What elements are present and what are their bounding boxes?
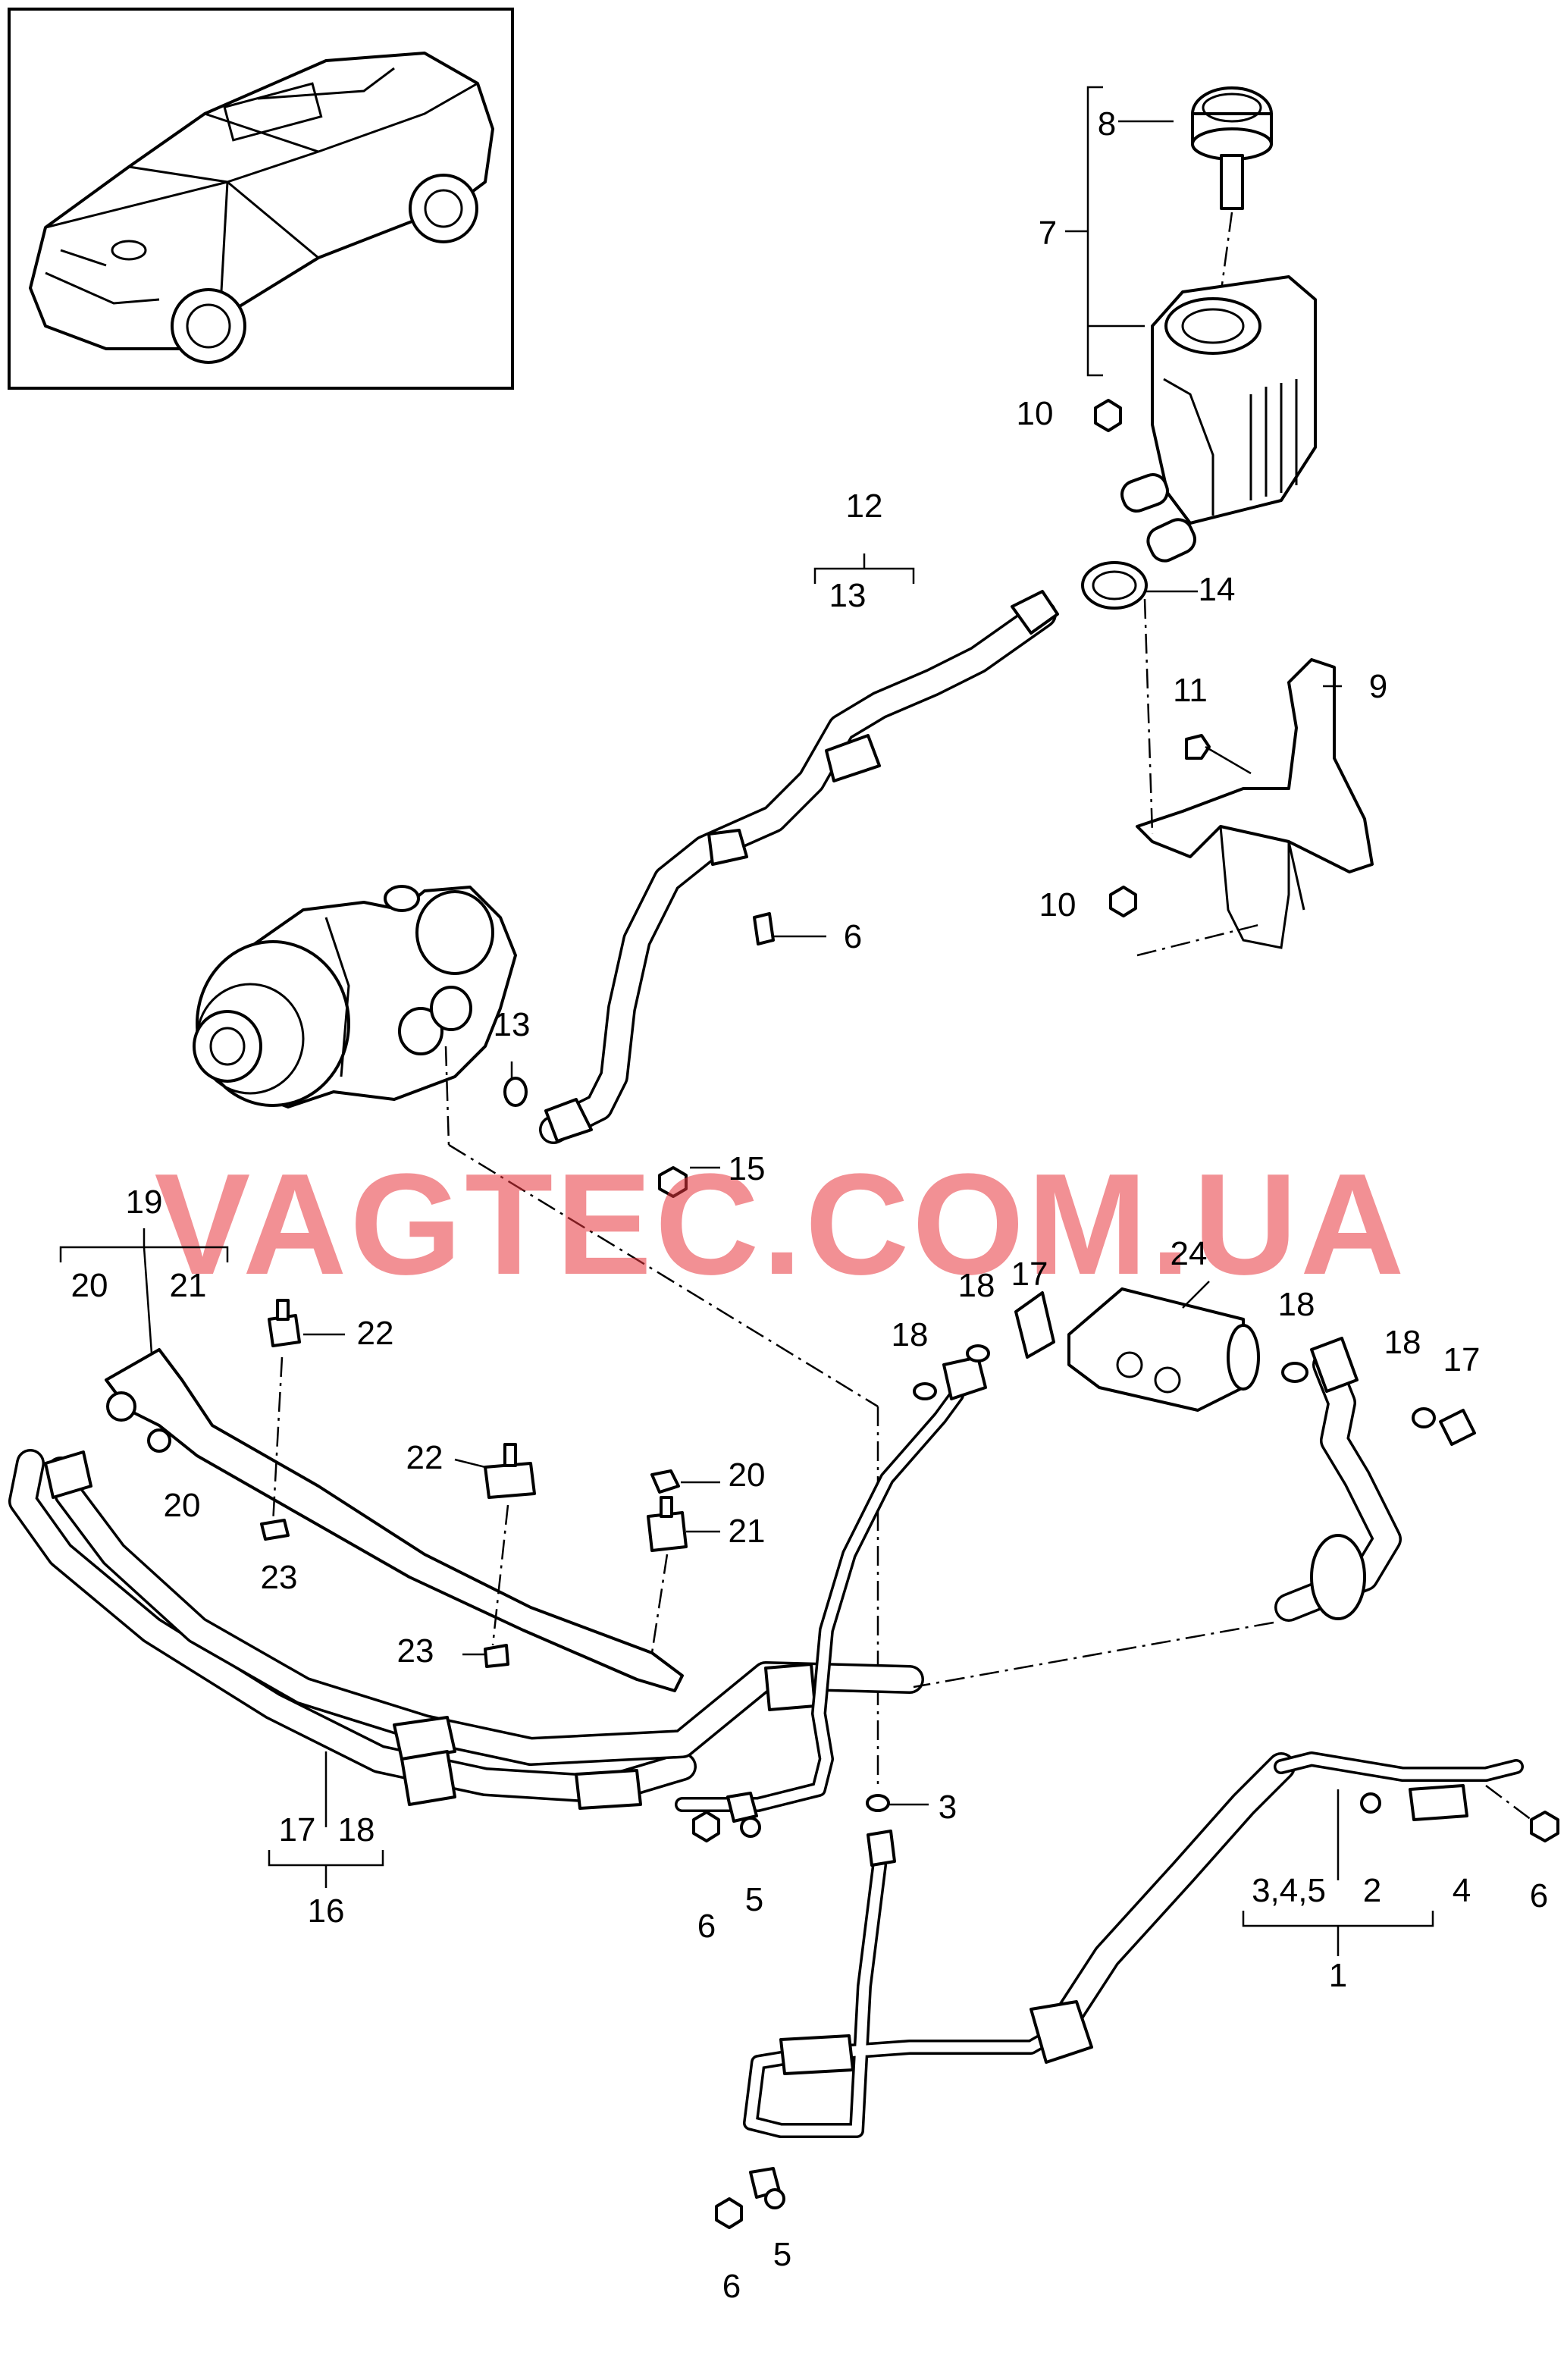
return-pipe-upper — [675, 1356, 987, 1812]
callout-22-lower: 22 — [406, 1439, 443, 1476]
callout-21-right: 21 — [729, 1513, 766, 1550]
grommet-parts — [147, 1299, 720, 1668]
return-hose-assembly-16 — [8, 1449, 924, 1810]
callout-10-top: 10 — [1017, 395, 1054, 432]
callout-23-upper: 23 — [261, 1559, 298, 1596]
callout-15: 15 — [729, 1150, 766, 1187]
power-steering-pump — [193, 885, 517, 1108]
suction-hose-12 — [539, 553, 1059, 1144]
callout-20-bracket: 20 — [71, 1267, 108, 1304]
callout-21-bracket: 21 — [170, 1267, 207, 1304]
callout-18-far-right: 18 — [1384, 1324, 1421, 1361]
callout-22-upper: 22 — [357, 1315, 394, 1352]
callout-5-lower: 5 — [773, 2236, 791, 2273]
callout-17-bracket: 17 — [279, 1811, 316, 1848]
oil-cooler-24 — [1067, 1281, 1260, 1412]
o-ring-13 — [503, 1061, 528, 1107]
callout-17-right: 17 — [1443, 1341, 1481, 1378]
watermark-text: VAGTEC.COM.UA — [155, 1144, 1408, 1305]
bracket-9 — [1109, 598, 1374, 957]
reservoir-assembly — [1065, 86, 1317, 563]
callout-6-lower-left: 6 — [697, 1908, 716, 1945]
callout-1: 1 — [1329, 1957, 1347, 1994]
bracket-1 — [1242, 1911, 1434, 1927]
pressure-line-1 — [743, 1751, 1559, 2138]
callout-3-4-5: 3,4,5 — [1252, 1872, 1326, 1909]
callout-11: 11 — [1173, 672, 1208, 709]
clip-strap-19 — [105, 1348, 684, 1692]
callout-4: 4 — [1453, 1872, 1471, 1909]
callout-labels: 8 7 10 12 13 14 11 9 6 10 13 15 19 20 21… — [71, 105, 1549, 2305]
bracket-16 — [268, 1850, 384, 1867]
callout-12: 12 — [846, 488, 883, 525]
callout-13-top: 13 — [829, 577, 867, 614]
nut-15 — [658, 1166, 720, 1198]
callout-18-upper: 18 — [958, 1267, 995, 1304]
fasteners-5-6 — [692, 1792, 785, 2229]
callout-9: 9 — [1369, 668, 1387, 705]
callout-18-right: 18 — [1278, 1286, 1315, 1323]
callout-8: 8 — [1098, 105, 1116, 143]
callout-16: 16 — [308, 1892, 345, 1930]
clamp-14 — [1081, 561, 1198, 610]
callout-14: 14 — [1199, 571, 1236, 608]
callout-18-bracket: 18 — [338, 1811, 375, 1848]
callout-20-left: 20 — [164, 1487, 201, 1524]
callout-24: 24 — [1171, 1235, 1208, 1272]
vehicle-thumbnail — [8, 8, 514, 390]
callout-6-lower: 6 — [722, 2268, 741, 2305]
callout-2: 2 — [1363, 1872, 1381, 1909]
callout-17-upper: 17 — [1011, 1256, 1048, 1293]
callout-6-upper: 6 — [844, 918, 862, 955]
callout-18-left: 18 — [892, 1316, 929, 1353]
cooler-connections — [913, 1291, 1476, 1689]
callout-10-lower: 10 — [1039, 886, 1077, 923]
callout-5-upper: 5 — [745, 1881, 763, 1918]
callout-3: 3 — [939, 1789, 957, 1826]
callout-20-right: 20 — [729, 1457, 766, 1494]
callout-23-lower: 23 — [397, 1632, 434, 1670]
callout-13-pump: 13 — [494, 1006, 531, 1043]
callout-7: 7 — [1039, 215, 1057, 252]
callout-6-right: 6 — [1530, 1877, 1548, 1914]
callout-19: 19 — [126, 1184, 163, 1221]
